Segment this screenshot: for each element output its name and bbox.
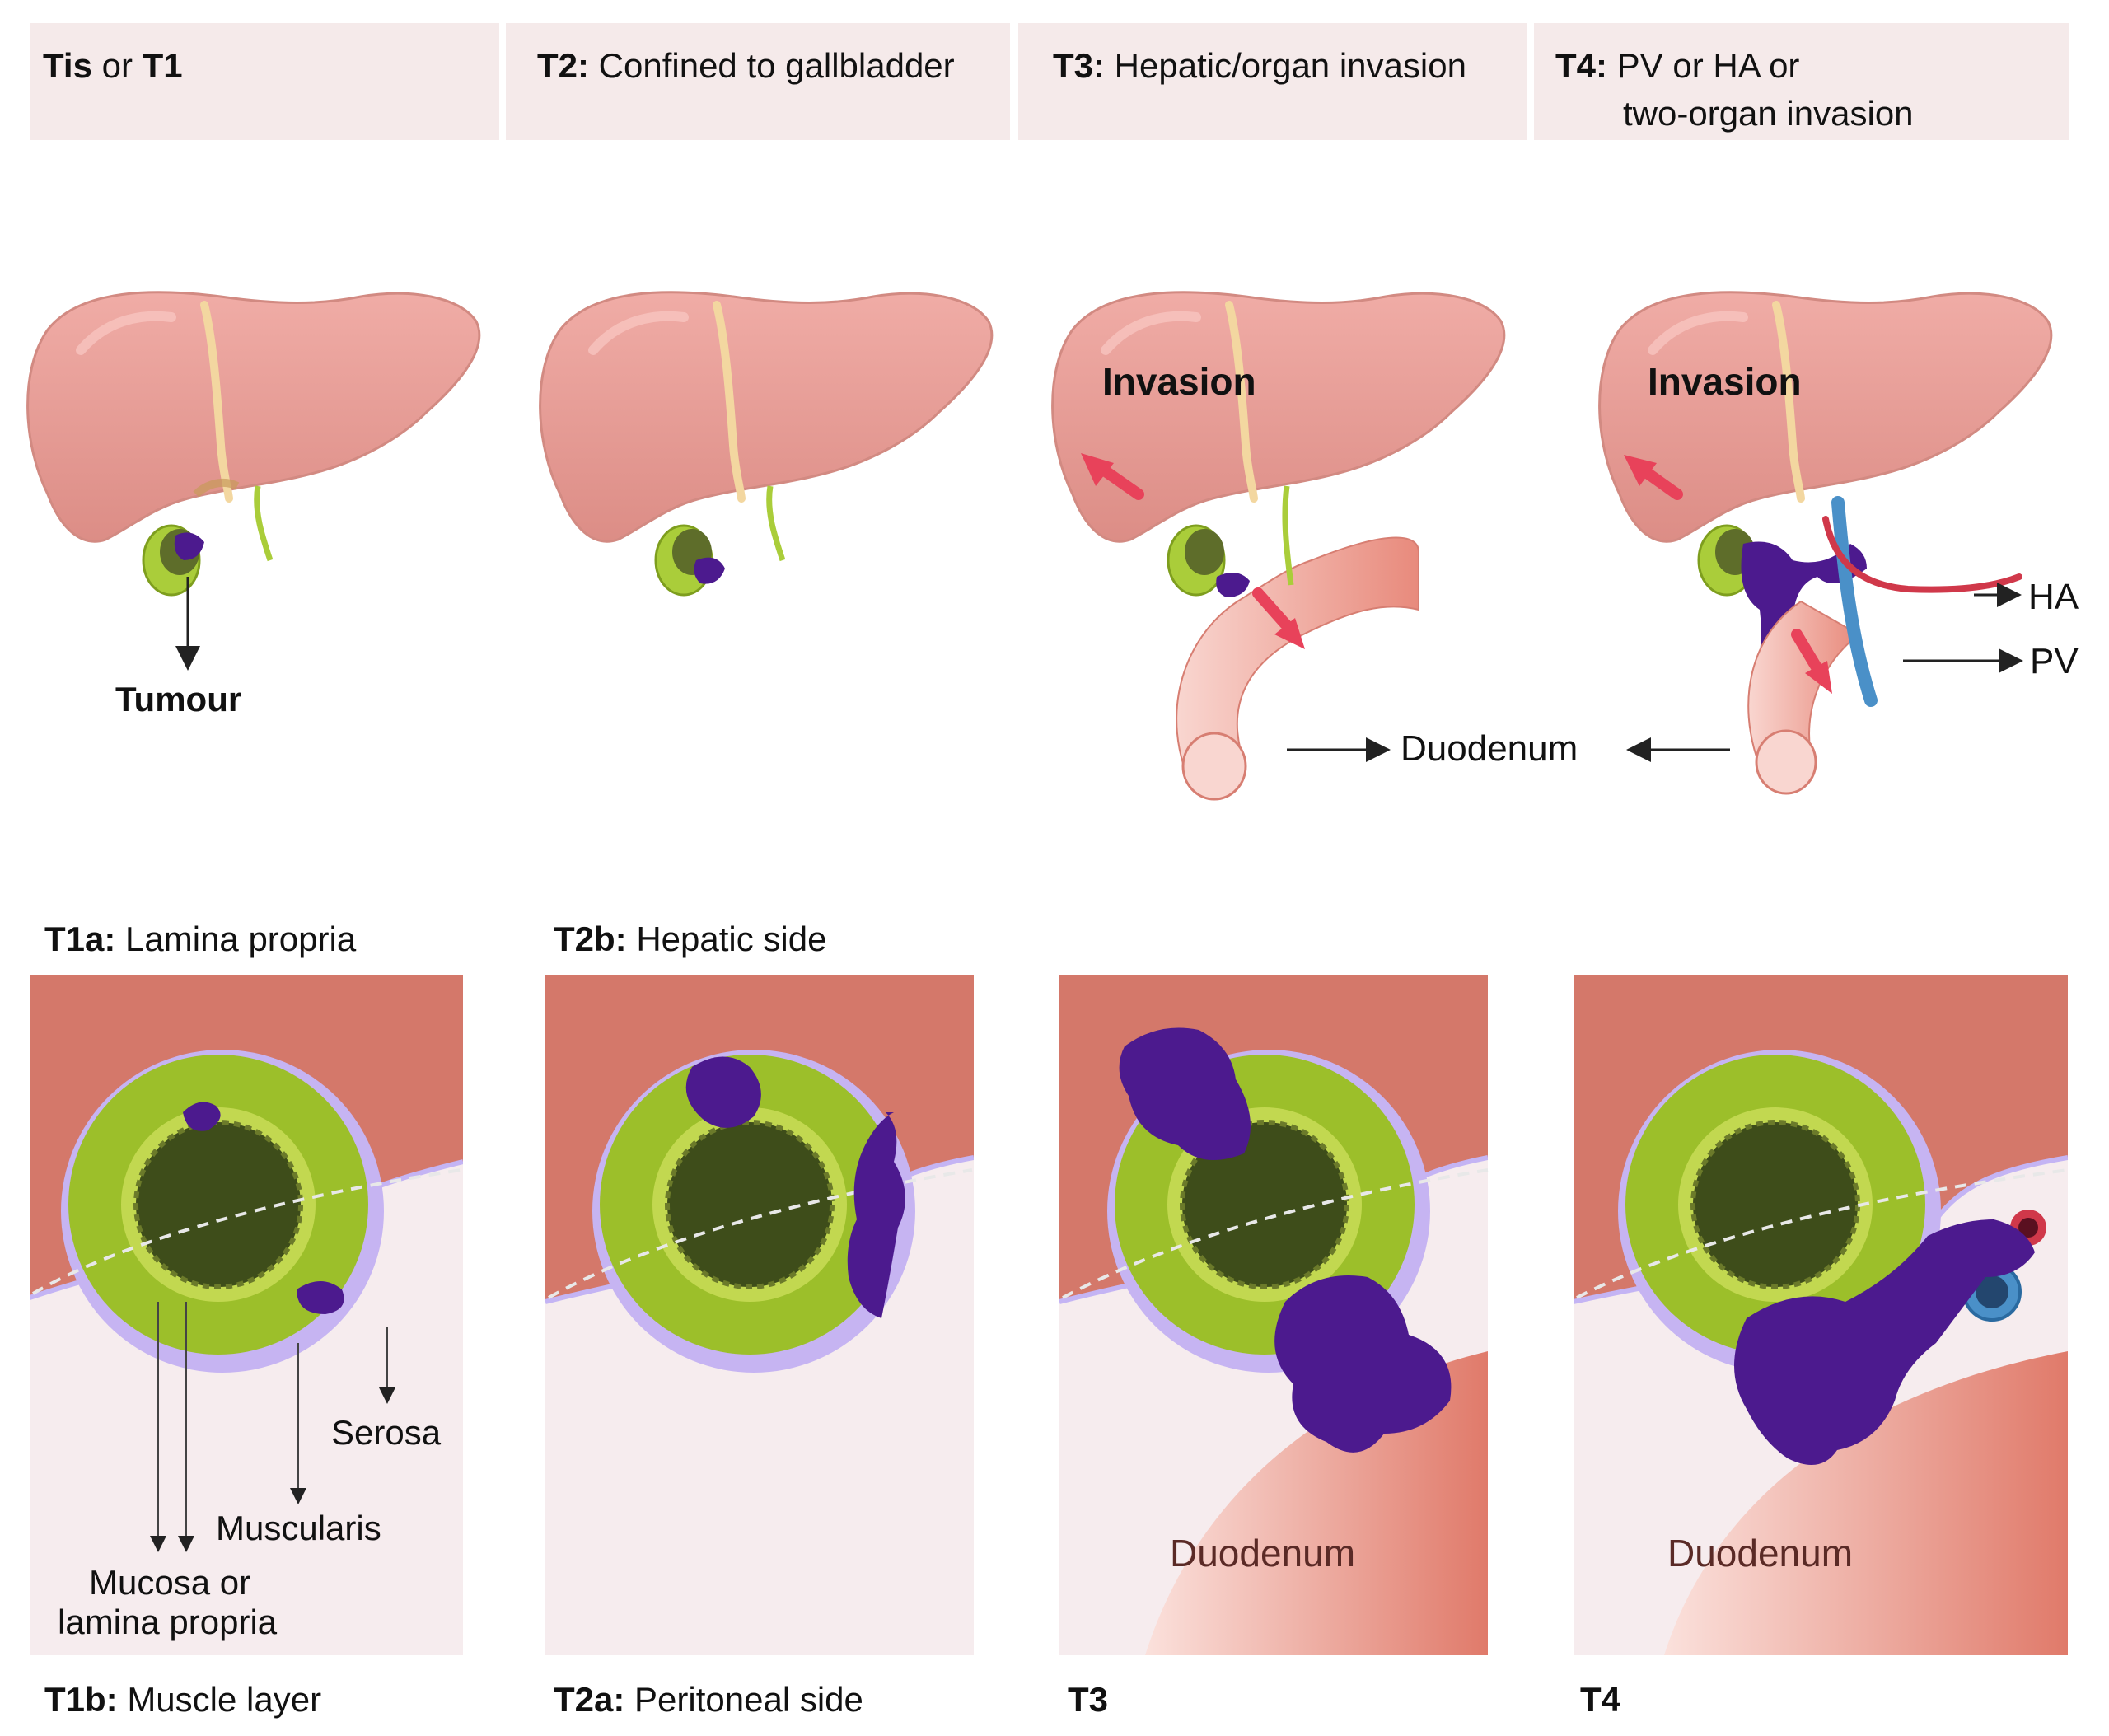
duodenum-label-t4: Duodenum (1667, 1532, 1854, 1575)
liver-t2-illustration (540, 292, 992, 597)
header-t4: T4: PV or HA or (1555, 46, 1800, 85)
mucosa-label-line2: lamina propria (58, 1603, 278, 1641)
label-t1b: T1b: Muscle layer (44, 1680, 322, 1719)
label-t1a: T1a: Lamina propria (44, 919, 357, 958)
header-t2: T2: Confined to gallbladder (537, 46, 955, 85)
panel-t4-cross-section (1574, 975, 2069, 1655)
label-t3: T3 (1068, 1680, 1109, 1719)
panel-t1-cross-section (30, 975, 463, 1655)
liver-t3-illustration (1053, 292, 1504, 801)
ha-label: HA (2028, 577, 2079, 617)
header-box-t4 (1534, 23, 2069, 140)
header-t3: T3: Hepatic/organ invasion (1053, 46, 1466, 85)
header-t4-line2: two-organ invasion (1623, 94, 1914, 133)
invasion-label-t4: Invasion (1648, 360, 1802, 403)
liver-t1-illustration (28, 292, 479, 597)
liver-t4-illustration (1600, 292, 2051, 795)
header-box-t2 (506, 23, 1010, 140)
tumour-label: Tumour (115, 680, 242, 718)
label-t4: T4 (1580, 1680, 1621, 1719)
invasion-label-t3: Invasion (1102, 360, 1256, 403)
duodenum-label-t3: Duodenum (1170, 1532, 1356, 1575)
mucosa-label-line1: Mucosa or (89, 1563, 251, 1602)
duodenum-label: Duodenum (1401, 728, 1578, 769)
label-t2b: T2b: Hepatic side (554, 919, 827, 958)
panel-t2-cross-section (545, 975, 974, 1655)
pv-label: PV (2030, 641, 2079, 681)
header-box-t3 (1018, 23, 1527, 140)
label-t2a: T2a: Peritoneal side (554, 1680, 863, 1719)
panel-t3-cross-section (1059, 975, 1489, 1655)
muscularis-label: Muscularis (216, 1509, 381, 1547)
header-box-t1 (30, 23, 499, 140)
serosa-label: Serosa (331, 1413, 442, 1452)
header-t1: Tis or T1 (43, 46, 183, 85)
